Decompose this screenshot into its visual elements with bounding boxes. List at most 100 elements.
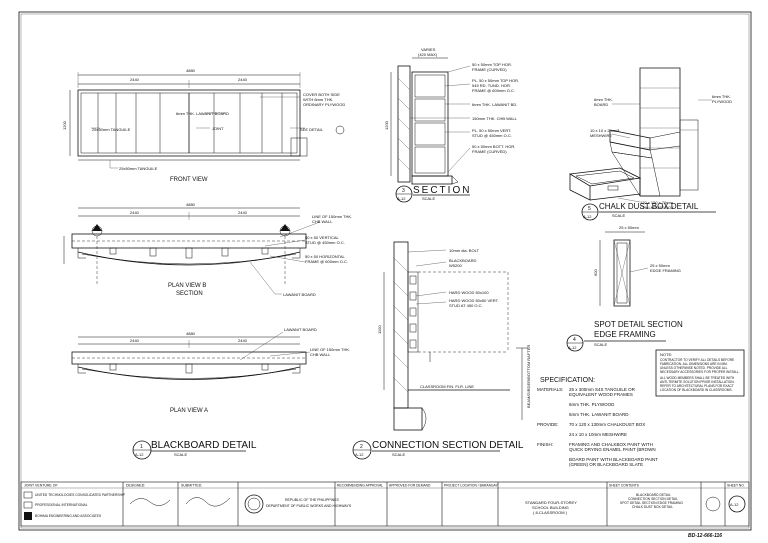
- plan-view-b: 4880 2440 2440 LINE OF 150: [63, 202, 352, 297]
- spot-note-1: 25 x 50mm: [650, 263, 670, 268]
- notebox-line-4: ALL WOOD MEMBERS SHALL BE TREATED WITH: [660, 376, 735, 380]
- notebox-line-5: ANTI-TERMITE SOLUTION PRIOR INSTALLATION…: [660, 380, 735, 384]
- designer-signature: [129, 498, 171, 506]
- connection-side-dim: 1100: [377, 325, 382, 334]
- spec-finish-3: (GREEN) OR BLACKBOARD SLATE: [569, 462, 643, 467]
- front-dim-right: 2440: [238, 77, 248, 82]
- plana-note-line-2: CHB WALL: [310, 352, 331, 357]
- tb-proj-2: SCHOOL BUILDING: [532, 505, 569, 510]
- spec-finish-0: FRAMING AND CHALKBOX PAINT WITH: [569, 442, 653, 447]
- tb-proj-3: ( 8-CLASSROOM ): [533, 510, 568, 515]
- spec-provide-0: 70 x 120 x 130mm CHALKDUST BOX: [569, 422, 645, 427]
- connection-note-0: 10mm dia. BOLT: [449, 248, 479, 253]
- plan-a-title: PLAN VIEW A: [170, 408, 208, 414]
- spot-title-2: EDGE FRAMING: [594, 330, 656, 339]
- scale-note-3: SCALE: [422, 196, 435, 201]
- spec-heading: SPECIFICATION:: [540, 377, 595, 384]
- scale-note-4: SCALE: [594, 342, 607, 347]
- tb-stamp: BD-12-666-116: [688, 533, 722, 539]
- plana-dim-total: 4880: [186, 331, 196, 336]
- blackboard-detail-title-block: 1 A-12 BLACKBOARD DETAIL SCALE: [132, 440, 257, 460]
- front-note-cover-1: COVER BOTH SIDE: [303, 92, 340, 97]
- tb-sheet-no: SHEET NO.: [727, 484, 745, 488]
- front-note-lawanit: 6mm THK. LAWANIT BOARD: [176, 111, 229, 116]
- bubble-1-num: 1: [140, 444, 143, 450]
- blackboard-detail-title: BLACKBOARD DETAIL: [151, 440, 257, 451]
- tb-dpwh-1: REPUBLIC OF THE PHILIPPINES: [285, 498, 339, 502]
- tb-firm-2: PROFESSIONAL INTERNATIONAL: [35, 503, 88, 507]
- bubble-4-sheet: A-12: [568, 345, 577, 350]
- tb-designed: DESIGNED:: [126, 484, 145, 488]
- general-note-box: NOTE: CONTRACTOR TO VERIFY ALL DETAILS B…: [655, 349, 745, 397]
- chalkbox-note-ply-2: PLYWOOD: [712, 99, 732, 104]
- notebox-line-7: LOCATION OF BLACKBOARD IN CLASSROOMS.: [660, 388, 732, 392]
- section-note-2: PL. 50 x 50mm TOP HOR.: [472, 78, 519, 83]
- spec-material-1: EQUIVALENT WOOD FRAMES: [569, 392, 633, 397]
- front-view-title: FRONT VIEW: [170, 177, 208, 183]
- planb-note-frame-1: 50 x 50 HORIZONTAL: [305, 254, 345, 259]
- specification: SPECIFICATION: MATERIALS: 25 x 300mm S4S…: [537, 377, 658, 467]
- notebox-line-2: UNLESS OTHERWISE NOTED. PROVIDE ALL: [660, 366, 728, 370]
- connection-classroom: CLASSROOM FIN. FLR. LINE: [420, 384, 474, 389]
- notebox-line-1: FABRICATION. ALL DIMENSIONS ARE IN MM.: [660, 362, 728, 366]
- spec-materials-label: MATERIALS:: [537, 387, 563, 392]
- notebox-line-0: CONTRACTOR TO VERIFY ALL DETAILS BEFORE: [660, 358, 734, 362]
- spec-provide-1: 24 x 10 x 10mm MESHWIRE: [569, 432, 627, 437]
- chalkbox-note-board-2: BOARD: [594, 102, 608, 107]
- spec-finish-2: BOARD PAINT WITH BLACKBOARD PAINT: [569, 457, 658, 462]
- connection-note-4: HARD WOOD 50x50 VERT.: [449, 298, 499, 303]
- bubble-1-sheet: A-12: [135, 452, 144, 457]
- section-detail: VARIES (420 MAX) 1200 50 x 50mm TOP HOR.…: [384, 47, 519, 203]
- front-note-tanguile-left: 25x50mm TANGUILE: [92, 127, 131, 132]
- section-note-4: FRAME @ 600mm O.C.: [472, 88, 515, 93]
- connection-note-3: HARD WOOD 50x100: [449, 290, 489, 295]
- section-marker-left: [91, 224, 103, 286]
- planb-note-lawanit: LAWANIT BOARD: [283, 292, 316, 297]
- front-note-joint: JOINT: [212, 126, 224, 131]
- chalk-box-title: CHALK DUST BOX DETAIL: [599, 202, 699, 211]
- chalkbox-note-ply-1: 6mm THK.: [712, 94, 731, 99]
- section-note-3: 545 RD. TUND. HOR.: [472, 83, 511, 88]
- section-note-9: 50 x 50mm BOTT. HOR.: [472, 144, 515, 149]
- spec-provide-label: PROVIDE:: [537, 422, 559, 427]
- chalk-dust-box-detail: 6mm THK. BOARD 6mm THK. PLYWOOD 10 x 10 …: [568, 67, 732, 221]
- planb-note-line-2: CHB WALL: [312, 219, 333, 224]
- spec-material-0: 25 x 300mm S4S TANGUILE OR: [569, 387, 636, 392]
- planb-note-stud-1: 50 x 50 VERTICAL: [305, 235, 339, 240]
- connection-note-1: BLACKBOARD: [449, 258, 476, 263]
- bubble-3-num: 3: [402, 188, 405, 194]
- chalkbox-note-box-1: 120 x 150 x 70mm: [640, 200, 674, 205]
- plana-note-line-1: LINE OF 150mm THK.: [310, 347, 350, 352]
- tb-approved: APPROVED FOR DEMAND: [389, 484, 431, 488]
- connection-note-5: STUD AT 450 O.C.: [449, 303, 483, 308]
- connection-right-vertical: BEAM/GIRDER/BOTTOM RAFTER: [526, 345, 531, 408]
- plana-dim-left: 2440: [130, 338, 140, 343]
- scale-note-5: SCALE: [612, 213, 625, 218]
- spec-material-3: 6mm THK. LAWANIT BOARD: [569, 412, 629, 417]
- spot-dim-w: 25 x 50mm: [619, 225, 639, 230]
- scale-note-2: SCALE: [392, 452, 405, 457]
- connection-note-2: W5200: [449, 263, 462, 268]
- chalkbox-note-mesh-1: 10 x 10 x 2mmØ: [590, 128, 619, 133]
- tb-recommending: RECOMMENDING APPROVAL: [337, 484, 383, 488]
- section-note-1: FRAME (CURVED): [472, 67, 507, 72]
- section-top-2: (420 MAX): [418, 52, 438, 57]
- notebox-heading: NOTE:: [660, 352, 672, 357]
- chalkbox-note-box-2: CHALKDUST BOX: [640, 205, 674, 210]
- spot-note-2: EDGE FRAMING: [650, 268, 681, 273]
- plan-b-title-1: PLAN VIEW B: [168, 283, 206, 289]
- front-dim-total: 4880: [186, 68, 196, 73]
- front-height: 1200: [62, 120, 67, 130]
- chalkbox-note-mesh-2: MESHWIRE: [590, 133, 612, 138]
- tb-contents-3: SPOT DETAIL SECTION EDGE FRAMING: [620, 501, 683, 505]
- front-note-see-detail: SEE DETAIL: [300, 127, 324, 132]
- planb-dim-left: 2440: [130, 210, 140, 215]
- spot-dim-h: 600: [593, 269, 598, 276]
- bubble-4-num: 4: [573, 337, 576, 343]
- spec-finish-1: QUICK DRYING ENAMEL PAINT (BROWN: [569, 447, 656, 452]
- tb-dpwh-2: DEPARTMENT OF PUBLIC WORKS AND HIGHWAYS: [266, 504, 352, 508]
- connection-title: CONNECTION SECTION DETAIL: [372, 440, 524, 451]
- connection-section-detail: CLASSROOM FIN. FLR. LINE 1100 10mm dia. …: [352, 241, 531, 460]
- section-side-dim: 1200: [384, 120, 389, 130]
